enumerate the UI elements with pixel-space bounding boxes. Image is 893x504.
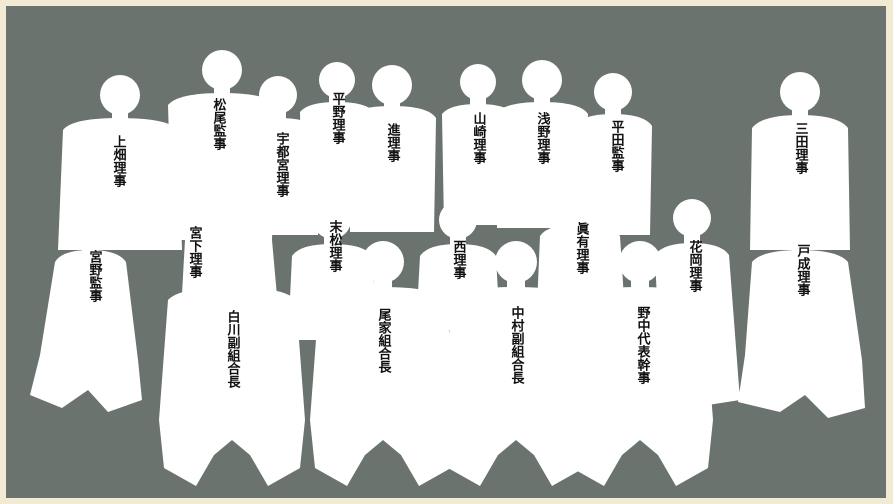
member-silhouette xyxy=(443,241,589,486)
member-name: 浅野理事 xyxy=(535,111,551,165)
member-name: 眞有理事 xyxy=(574,221,590,275)
member-name: 松尾監事 xyxy=(211,97,227,151)
member-name: 山崎理事 xyxy=(471,111,487,165)
member-name: 花岡理事 xyxy=(687,239,703,293)
member-name: 宮下理事 xyxy=(187,225,203,279)
member-name: 戸成理事 xyxy=(795,244,811,297)
member-name: 宮野監事 xyxy=(87,249,103,303)
member-silhouette xyxy=(159,241,305,486)
member-silhouette xyxy=(348,65,436,232)
member-name: 平野理事 xyxy=(330,92,346,145)
member-name: 進理事 xyxy=(385,122,401,163)
member-silhouette xyxy=(30,206,142,412)
member-silhouette xyxy=(238,76,320,235)
member-silhouette xyxy=(567,241,713,486)
member-silhouette xyxy=(738,206,865,418)
member-name: 平田監事 xyxy=(609,120,625,173)
member-name: 尾家組合長 xyxy=(376,308,392,374)
member-name: 三田理事 xyxy=(793,122,809,175)
member-name: 野中代表幹事 xyxy=(635,306,652,385)
member-silhouette xyxy=(310,241,456,486)
member-name: 上畑理事 xyxy=(111,135,127,188)
member-name: 西理事 xyxy=(451,240,467,280)
member-silhouette xyxy=(750,72,850,250)
name-labels: 上畑理事 松尾監事 宇都宮理事 平野理事 進理事 山崎理事 浅野理事 平田監事 … xyxy=(87,92,811,389)
member-name: 中村副組合長 xyxy=(509,305,525,385)
member-name: 末松理事 xyxy=(327,219,344,273)
member-name: 白川副組合長 xyxy=(225,309,242,389)
member-name: 宇都宮理事 xyxy=(274,131,291,198)
